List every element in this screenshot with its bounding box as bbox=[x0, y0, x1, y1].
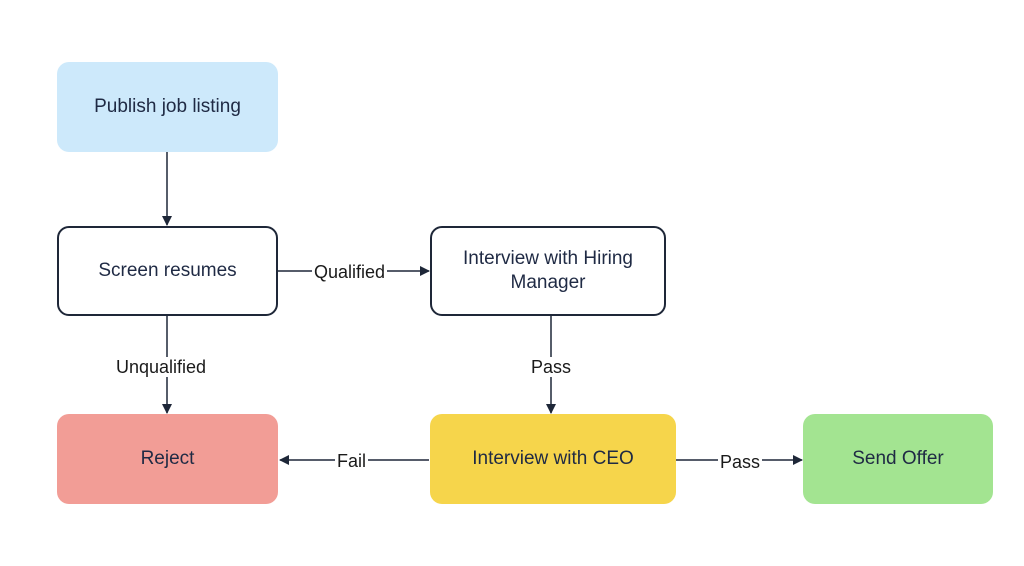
node-label: Send Offer bbox=[852, 448, 944, 469]
node-screen-resumes: Screen resumes bbox=[57, 226, 278, 316]
node-reject: Reject bbox=[57, 414, 278, 504]
edge-label-qualified: Qualified bbox=[312, 262, 388, 282]
node-publish-job-listing: Publish job listing bbox=[57, 62, 278, 152]
node-interview-hiring-manager: Interview with Hiring Manager bbox=[430, 226, 666, 316]
edge-label-pass-ceo: Pass bbox=[718, 452, 763, 472]
node-send-offer: Send Offer bbox=[803, 414, 993, 504]
edge-label-unqualified: Unqualified bbox=[114, 357, 209, 377]
node-label: Publish job listing bbox=[94, 96, 241, 117]
node-label: Screen resumes bbox=[98, 260, 237, 281]
node-interview-ceo: Interview with CEO bbox=[430, 414, 676, 504]
node-label: Reject bbox=[140, 448, 195, 469]
edge-label-pass-hm: Pass bbox=[529, 357, 574, 377]
node-label: Interview with CEO bbox=[472, 448, 634, 469]
edge-label-fail: Fail bbox=[335, 451, 369, 471]
node-label: Interview with Hiring Manager bbox=[463, 248, 633, 293]
